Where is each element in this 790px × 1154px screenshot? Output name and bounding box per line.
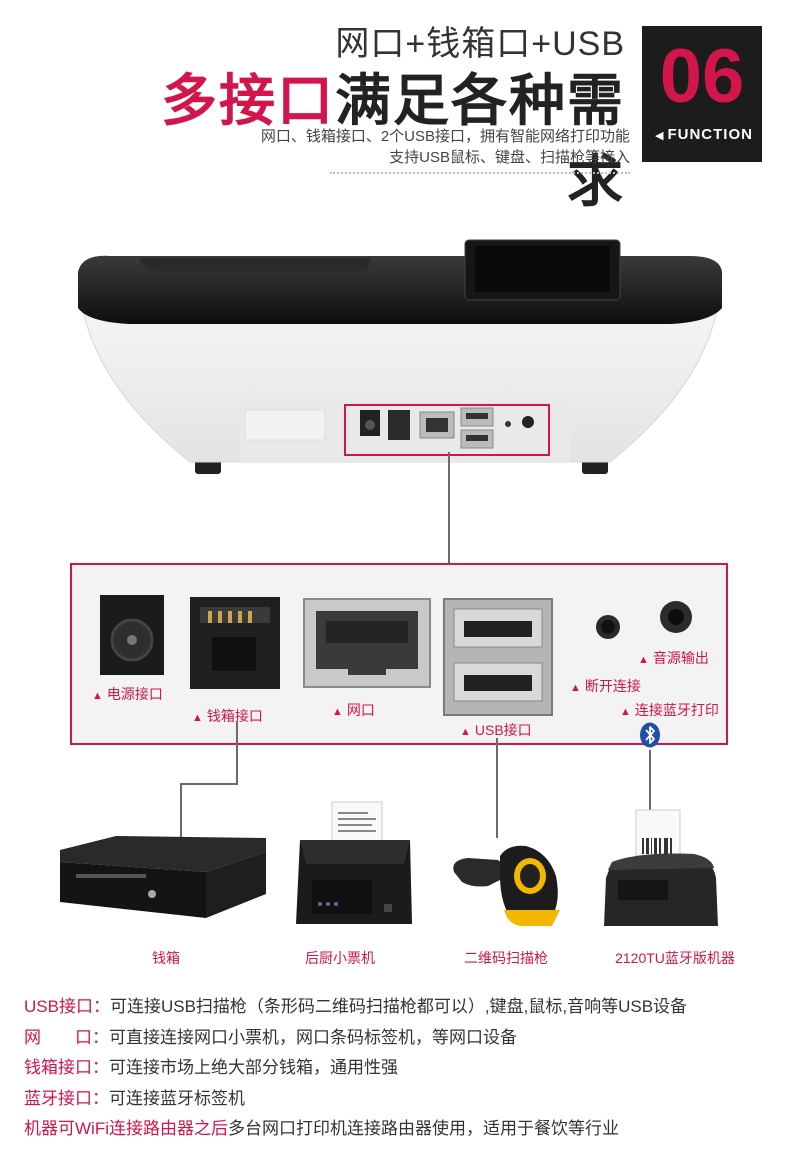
qr-scanner-image — [453, 845, 560, 926]
feature-label: ◀FUNCTION — [646, 126, 762, 143]
bluetooth-icon — [640, 722, 660, 748]
triangle-icon: ▲ — [620, 706, 631, 718]
arrow-left-icon: ◀ — [655, 130, 665, 142]
device-label-qr-scanner: 二维码扫描枪 — [464, 950, 548, 966]
page-title: 多接口满足各种需求 — [160, 56, 625, 218]
kitchen-printer-image — [296, 801, 412, 924]
detail-cashbox: 钱箱接口：可连接市场上绝大部分钱箱，通用性强 — [24, 1058, 398, 1077]
description-line-1: 网口、钱箱接口、2个USB接口，拥有智能网络打印功能 — [260, 128, 630, 145]
connector-bluetooth — [649, 750, 651, 820]
detail-bluetooth: 蓝牙接口：可连接蓝牙标签机 — [24, 1089, 245, 1108]
triangle-icon: ▲ — [192, 712, 203, 724]
port-label-audio: ▲音源输出 — [638, 650, 709, 666]
connector-cashbox-h — [180, 783, 238, 785]
port-label-bluetooth: ▲连接蓝牙打印 — [620, 702, 719, 718]
triangle-icon: ▲ — [92, 690, 103, 702]
feature-number: 06 — [659, 34, 745, 119]
feature-label-text: FUNCTION — [667, 126, 753, 143]
feature-badge — [642, 26, 762, 162]
port-label-cashbox: ▲钱箱接口 — [192, 708, 263, 724]
subtitle: 网口+钱箱口+USB — [335, 25, 625, 63]
port-label-network: ▲网口 — [332, 702, 375, 718]
title-rest: 满足各种需求 — [335, 69, 625, 213]
device-label-cash-drawer: 钱箱 — [152, 950, 180, 966]
ports-highlight-box — [344, 404, 550, 456]
port-label-disconnect: ▲断开连接 — [570, 678, 641, 694]
description-line-2: 支持USB鼠标、键盘、扫描枪等接入 — [389, 149, 630, 166]
printer-back-image — [78, 239, 722, 474]
connector-line — [448, 452, 450, 563]
triangle-icon: ▲ — [570, 682, 581, 694]
title-accent: 多接口 — [161, 69, 335, 132]
ports-closeup-image — [100, 595, 692, 716]
connector-cashbox-v1 — [236, 722, 238, 784]
triangle-icon: ▲ — [638, 654, 649, 666]
dotted-divider — [330, 172, 630, 176]
detail-usb: USB接口：可连接USB扫描枪（条形码二维码扫描枪都可以）,键盘,鼠标,音响等U… — [24, 997, 688, 1016]
triangle-icon: ▲ — [332, 706, 343, 718]
device-label-kitchen-printer: 后厨小票机 — [305, 950, 375, 966]
connector-cashbox-v2 — [180, 783, 182, 845]
device-label-bluetooth-printer: 2120TU蓝牙版机器 — [615, 950, 735, 966]
connector-usb — [496, 738, 498, 838]
detail-wifi: 机器可WiFi连接路由器之后多台网口打印机连接路由器使用，适用于餐饮等行业 — [24, 1119, 619, 1138]
port-label-usb: ▲USB接口 — [460, 722, 532, 738]
triangle-icon: ▲ — [460, 726, 471, 738]
cash-drawer-image — [60, 836, 266, 918]
port-label-power: ▲电源接口 — [92, 686, 163, 702]
detail-network: 网 口：可直接连接网口小票机，网口条码标签机，等网口设备 — [24, 1028, 517, 1047]
bluetooth-printer-image — [604, 809, 718, 926]
